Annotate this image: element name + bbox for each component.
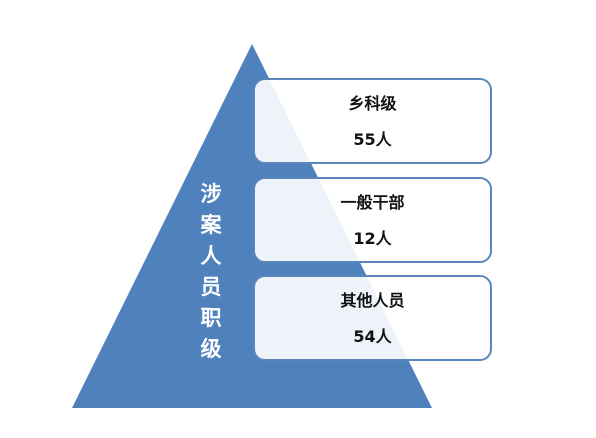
level-title: 乡科级	[348, 94, 397, 113]
level-box-general-staff: 一般干部 12人	[253, 177, 492, 263]
level-count: 55人	[353, 130, 392, 149]
vertical-title-char: 涉	[200, 181, 222, 206]
level-count: 12人	[353, 229, 392, 248]
level-box-township: 乡科级 55人	[253, 78, 492, 164]
level-title: 其他人员	[340, 291, 405, 310]
level-title: 一般干部	[340, 193, 405, 212]
vertical-title-char: 人	[200, 243, 222, 268]
vertical-title-char: 案	[200, 212, 222, 237]
level-box-other-personnel: 其他人员 54人	[253, 275, 492, 361]
vertical-title-char: 职	[200, 305, 222, 330]
level-count: 54人	[353, 327, 392, 346]
vertical-title-char: 员	[200, 274, 222, 299]
vertical-title: 涉 案 人 员 职 级	[196, 178, 226, 364]
vertical-title-char: 级	[200, 336, 222, 361]
